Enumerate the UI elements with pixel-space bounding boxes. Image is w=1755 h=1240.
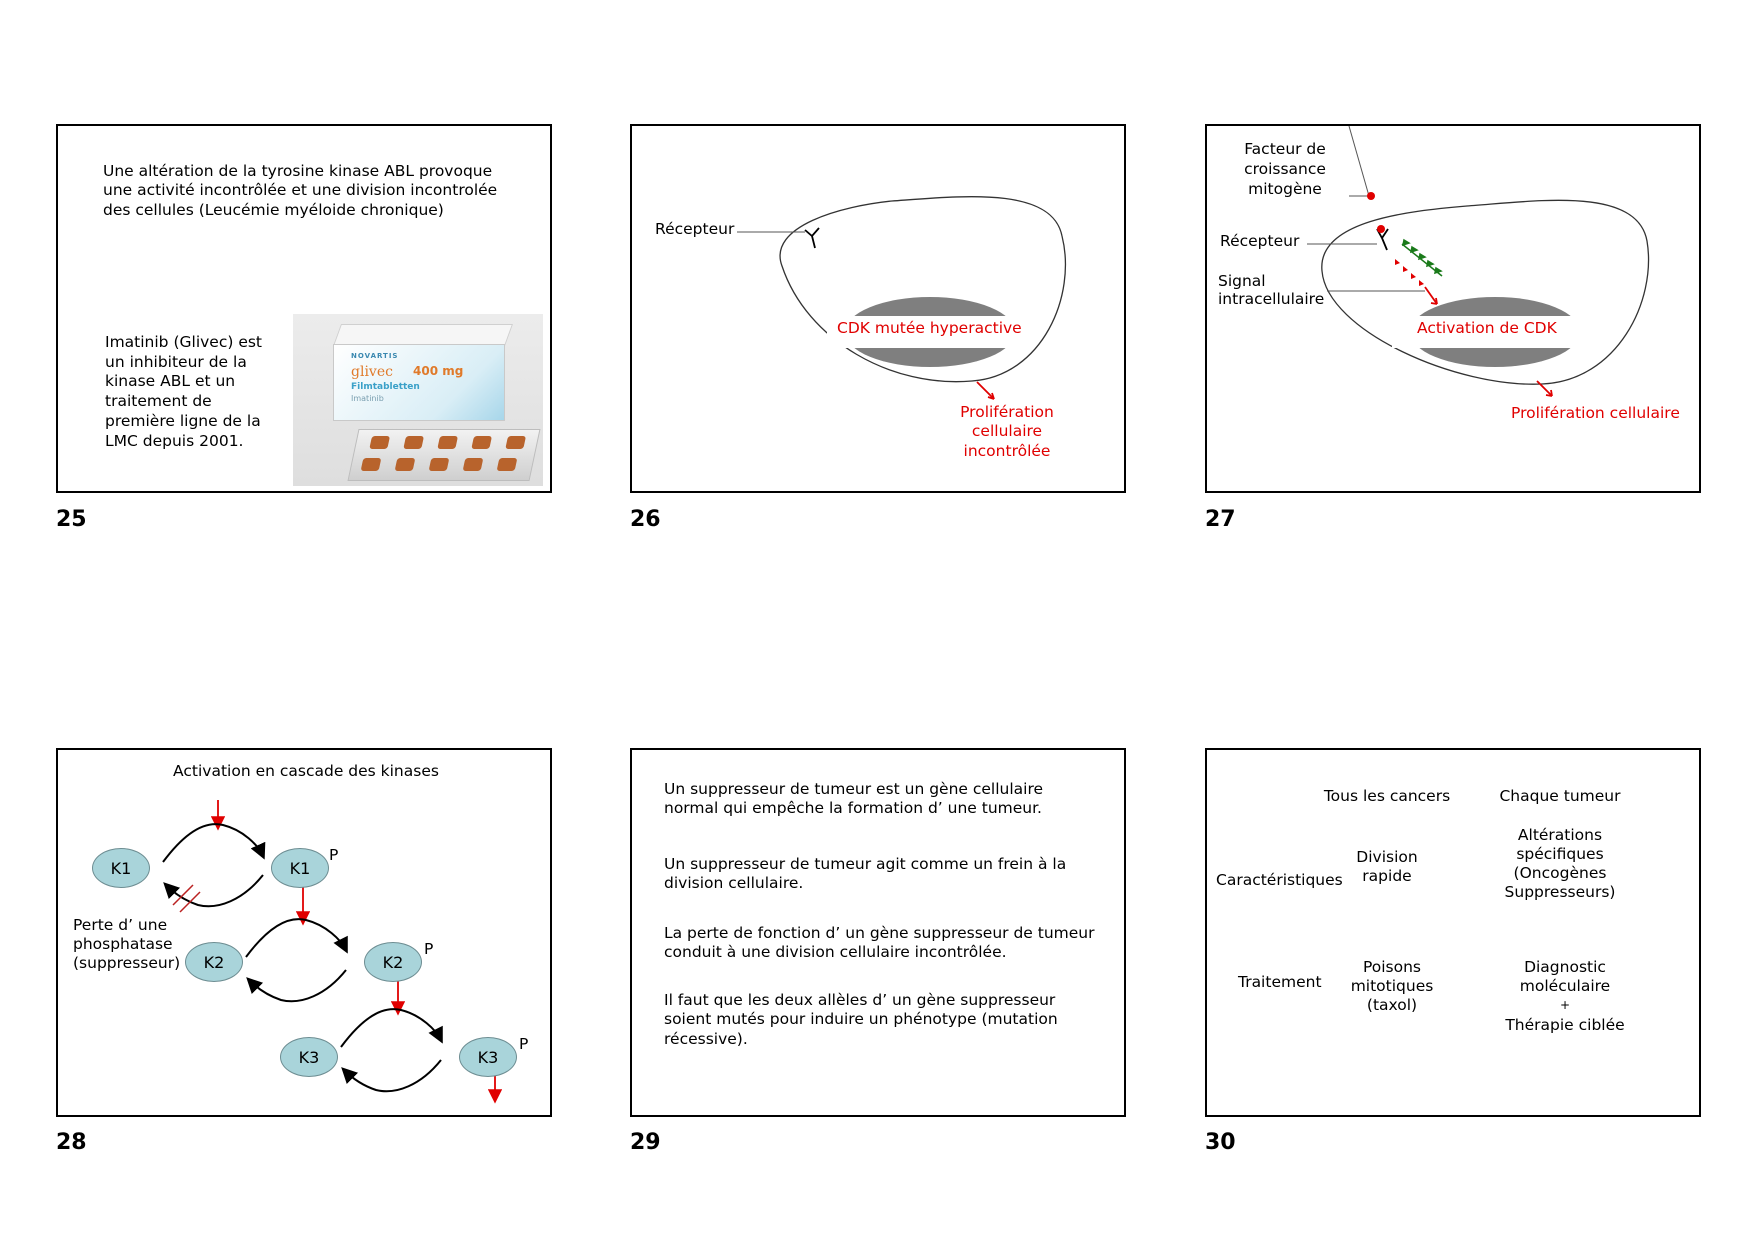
cdk-activation-label: Activation de CDK — [1417, 319, 1557, 337]
blister-pack — [347, 429, 541, 481]
col-header-each-tumor: Chaque tumeur — [1499, 787, 1621, 805]
c12-line3: (Oncogènes — [1513, 864, 1607, 882]
slide-29: Un suppresseur de tumeur est un gène cel… — [630, 748, 1126, 1117]
facteur-3: mitogène — [1248, 180, 1322, 198]
slide28-title: Activation en cascade des kinases — [173, 762, 439, 780]
signal-diagram — [1307, 126, 1650, 397]
receptor-label: Récepteur — [655, 220, 735, 238]
slide-27: Facteur de croissance mitogène Récepteur… — [1205, 124, 1701, 493]
prolif-2: cellulaire — [971, 422, 1043, 440]
c12-line4: Suppresseurs) — [1504, 883, 1616, 901]
signal-2: intracellulaire — [1218, 290, 1325, 308]
prolif-27: Prolifération cellulaire — [1511, 404, 1680, 422]
k3-left: K3 — [280, 1037, 338, 1077]
slide-number-25: 25 — [56, 507, 87, 532]
box-sub2: Imatinib — [351, 394, 384, 403]
box-lid — [333, 324, 514, 346]
cell-diagram — [737, 196, 1067, 400]
slide25-body-6: LMC depuis 2001. — [105, 432, 244, 450]
receptor-label-27: Récepteur — [1220, 232, 1300, 250]
slide-number-28: 28 — [56, 1130, 87, 1155]
p3-line1: La perte de fonction d’ un gène suppress… — [664, 924, 1095, 942]
k2-left: K2 — [185, 942, 243, 982]
p2-line2: division cellulaire. — [664, 874, 804, 892]
row-header-characteristics: Caractéristiques — [1216, 871, 1343, 889]
p4-line1: Il faut que les deux allèles d’ un gène … — [664, 991, 1056, 1009]
box-name: glivec — [351, 364, 393, 380]
kinase-cascade-diagram — [162, 800, 503, 1104]
prolif-3: incontrôlée — [963, 442, 1051, 460]
p4-line3: récessive). — [664, 1030, 748, 1048]
slide25-body-1: Imatinib (Glivec) est — [105, 333, 263, 351]
c22-line3: + — [1559, 998, 1571, 1012]
k3-right: K3 — [459, 1037, 517, 1077]
p-label-1: P — [329, 846, 339, 864]
p2-line1: Un suppresseur de tumeur agit comme un f… — [664, 855, 1067, 873]
p-label-3: P — [519, 1035, 529, 1053]
phosphatase-1: Perte d’ une — [73, 916, 168, 934]
slide25-body-5: première ligne de la — [105, 412, 261, 430]
slide25-intro-1: Une altération de la tyrosine kinase ABL… — [103, 162, 493, 180]
col-header-all-cancers: Tous les cancers — [1323, 787, 1451, 805]
slide-number-29: 29 — [630, 1130, 661, 1155]
slide25-body-2: un inhibiteur de la — [105, 353, 247, 371]
c21-line3: (taxol) — [1366, 996, 1418, 1014]
k2-right: K2 — [364, 942, 422, 982]
p1-line2: normal qui empêche la formation d’ une t… — [664, 799, 1042, 817]
glivec-product-photo: NOVARTIS glivec 400 mg Filmtabletten Ima… — [293, 314, 543, 486]
c12-line1: Altérations — [1517, 826, 1603, 844]
signal-1: Signal — [1218, 272, 1266, 290]
slide25-intro-3: des cellules (Leucémie myéloide chroniqu… — [103, 201, 444, 219]
medicine-box — [333, 344, 505, 421]
slide25-body-3: kinase ABL et un — [105, 372, 236, 390]
box-brand: NOVARTIS — [351, 352, 399, 360]
row-header-treatment: Traitement — [1238, 973, 1322, 991]
slide-28: Activation en cascade des kinases K1 K1 … — [56, 748, 552, 1117]
slide-number-30: 30 — [1205, 1130, 1236, 1155]
c21-line1: Poisons — [1362, 958, 1422, 976]
cdk-label: CDK mutée hyperactive — [837, 319, 1022, 337]
p4-line2: soient mutés pour induire un phénotype (… — [664, 1010, 1058, 1028]
facteur-1: Facteur de — [1244, 140, 1326, 158]
box-sub1: Filmtabletten — [351, 382, 420, 392]
phosphatase-2: phosphatase — [73, 935, 173, 953]
p-label-2: P — [424, 940, 434, 958]
c22-line1: Diagnostic — [1524, 958, 1606, 976]
slide-number-26: 26 — [630, 507, 661, 532]
slide-number-27: 27 — [1205, 507, 1236, 532]
facteur-2: croissance — [1244, 160, 1326, 178]
c22-line2: moléculaire — [1519, 977, 1611, 995]
phosphatase-3: (suppresseur) — [73, 954, 181, 972]
c11-line2: rapide — [1362, 867, 1412, 885]
p1-line1: Un suppresseur de tumeur est un gène cel… — [664, 780, 1044, 798]
p3-line2: conduit à une division cellulaire incont… — [664, 943, 1007, 961]
k1-left: K1 — [92, 848, 150, 888]
k1-right: K1 — [271, 848, 329, 888]
box-dose: 400 mg — [413, 364, 464, 378]
slide-30: Tous les cancers Chaque tumeur Caractéri… — [1205, 748, 1701, 1117]
slide-26: Récepteur CDK mutée hyperactive Prolifér… — [630, 124, 1126, 493]
c11-line1: Division — [1356, 848, 1418, 866]
slide25-intro-2: une activité incontrôlée et une division… — [103, 181, 498, 199]
prolif-1: Prolifération — [960, 403, 1054, 421]
c12-line2: spécifiques — [1516, 845, 1604, 863]
c21-line2: mitotiques — [1350, 977, 1434, 995]
c22-line4: Thérapie ciblée — [1505, 1016, 1625, 1034]
slide-25: Une altération de la tyrosine kinase ABL… — [56, 124, 552, 493]
slide25-body-4: traitement de — [105, 392, 212, 410]
